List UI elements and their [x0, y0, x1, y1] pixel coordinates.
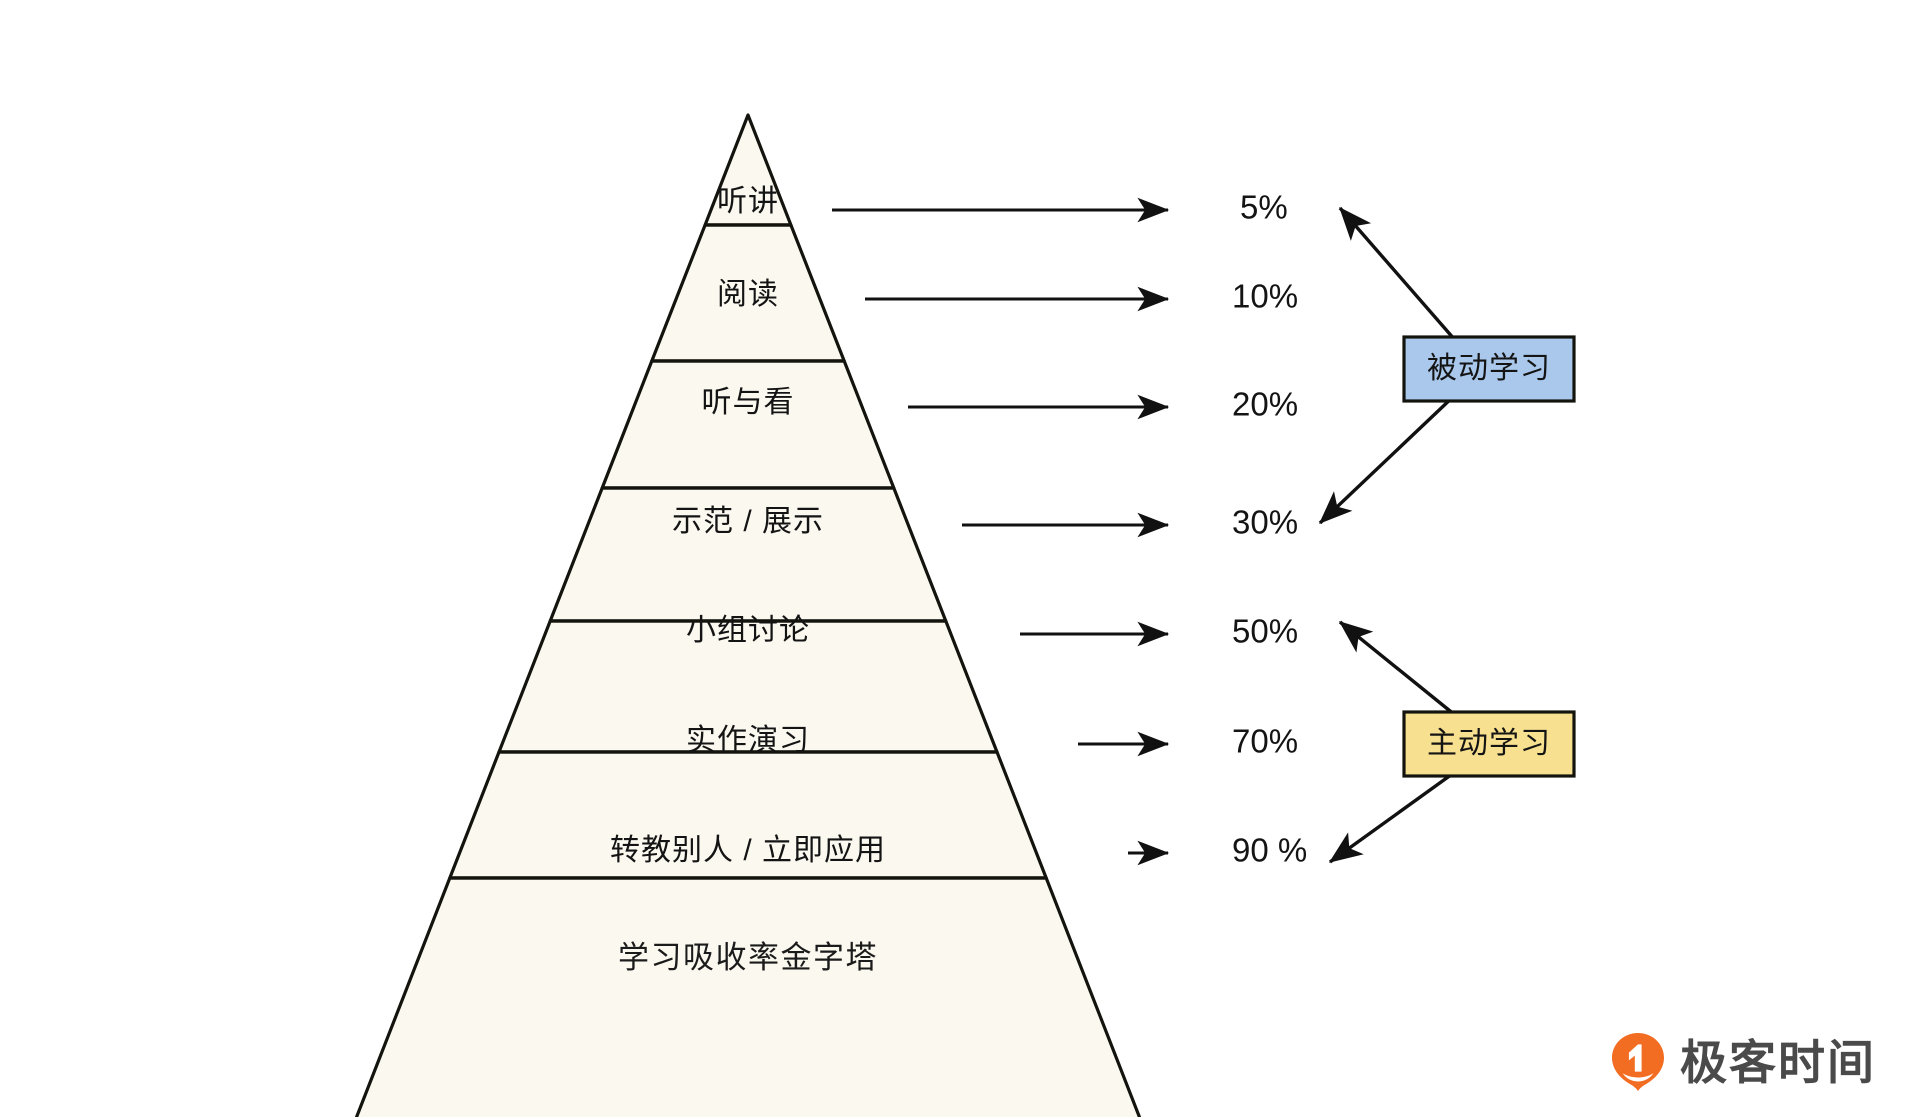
active-group-arrow-bottom: [1328, 770, 1456, 864]
pyramid-tier-label-7: 转教别人 / 立即应用: [610, 834, 886, 867]
passive-group-arrow-bottom: [1318, 393, 1457, 525]
percent-label-1: 5%: [1240, 189, 1288, 226]
passive-learning-box[interactable]: [1402, 335, 1576, 403]
pyramid-tier-label-2: 阅读: [717, 278, 779, 311]
active-learning-box[interactable]: [1402, 710, 1576, 778]
passive-learning-label: 被动学习: [1427, 352, 1551, 385]
pyramid-tier-3: [600, 359, 896, 490]
geektime-logo-text: 极客时间: [1680, 1035, 1876, 1089]
percent-label-3: 20%: [1232, 386, 1298, 423]
geektime-logo: 极客时间: [1610, 1031, 1876, 1093]
pyramid-tier-label-6: 实作演习: [686, 724, 810, 757]
pyramid-tier-label-1: 听讲: [717, 185, 779, 218]
percent-label-5: 50%: [1232, 613, 1298, 650]
geektime-pin-icon: [1612, 1033, 1664, 1091]
percent-label-2: 10%: [1232, 278, 1298, 315]
percent-label-6: 70%: [1232, 723, 1298, 760]
pyramid-tier-label-3: 听与看: [702, 386, 795, 419]
pyramid-tier-label-4: 示范 / 展示: [672, 505, 824, 538]
percent-label-4: 30%: [1232, 504, 1298, 541]
pyramid-tier-label-5: 小组讨论: [686, 614, 810, 647]
pyramid-tier-7: [354, 876, 1142, 1117]
figure-caption: 学习吸收率金字塔: [618, 940, 878, 975]
active-group-arrow-top: [1338, 620, 1457, 717]
passive-group-arrow-top: [1338, 206, 1457, 342]
active-learning-label: 主动学习: [1427, 727, 1551, 760]
percent-label-7: 90 %: [1232, 832, 1307, 869]
